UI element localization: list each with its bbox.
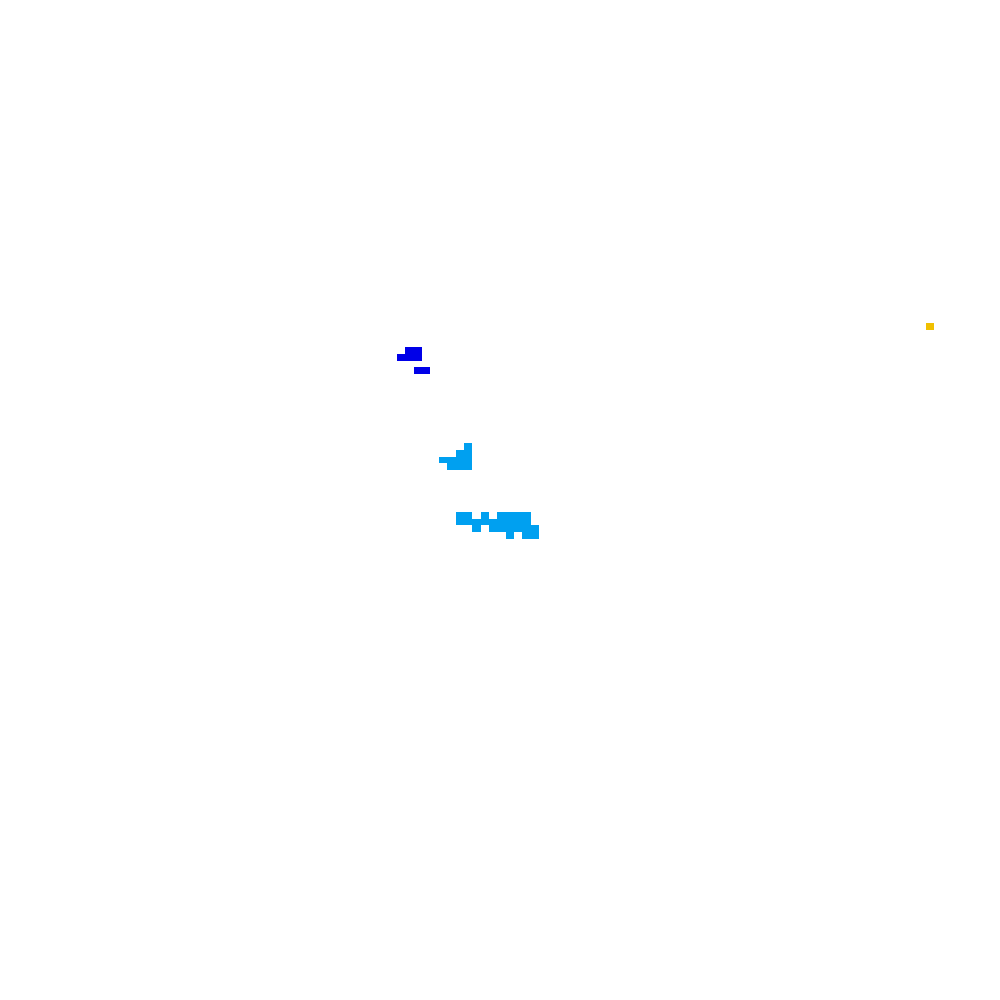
yellow-pixel-dot	[926, 323, 934, 330]
sky-pixel-block	[439, 457, 472, 463]
sky-pixel-block	[456, 519, 531, 525]
blue-pixel-block	[405, 347, 422, 354]
sky-pixel-block	[456, 450, 472, 457]
sky-pixel-block	[489, 525, 539, 532]
sky-pixel-block	[456, 512, 472, 519]
sky-pixel-block	[472, 525, 481, 532]
sky-pixel-block	[506, 532, 514, 539]
sky-pixel-block	[481, 512, 489, 519]
sky-pixel-block	[447, 463, 472, 470]
sky-pixel-block	[522, 532, 539, 539]
sky-pixel-block	[464, 443, 472, 450]
blue-pixel-block	[397, 354, 422, 361]
blue-pixel-block	[414, 367, 430, 374]
sky-pixel-block	[497, 512, 531, 519]
